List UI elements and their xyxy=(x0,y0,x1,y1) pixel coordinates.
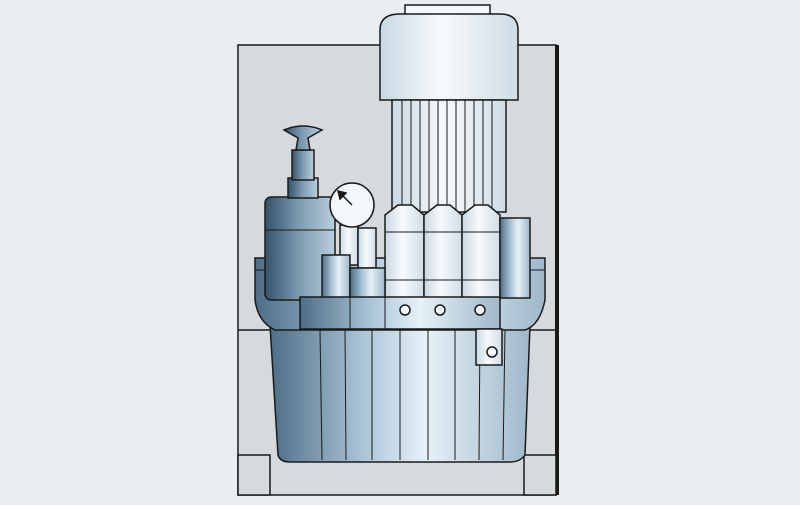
left-leg xyxy=(237,454,271,496)
pressure-gauge xyxy=(321,182,386,301)
filter xyxy=(264,125,336,301)
right-leg xyxy=(523,454,557,496)
adjust-handle xyxy=(282,125,324,151)
manifold xyxy=(299,296,503,366)
valve-stack xyxy=(384,204,531,301)
motor xyxy=(379,4,519,213)
